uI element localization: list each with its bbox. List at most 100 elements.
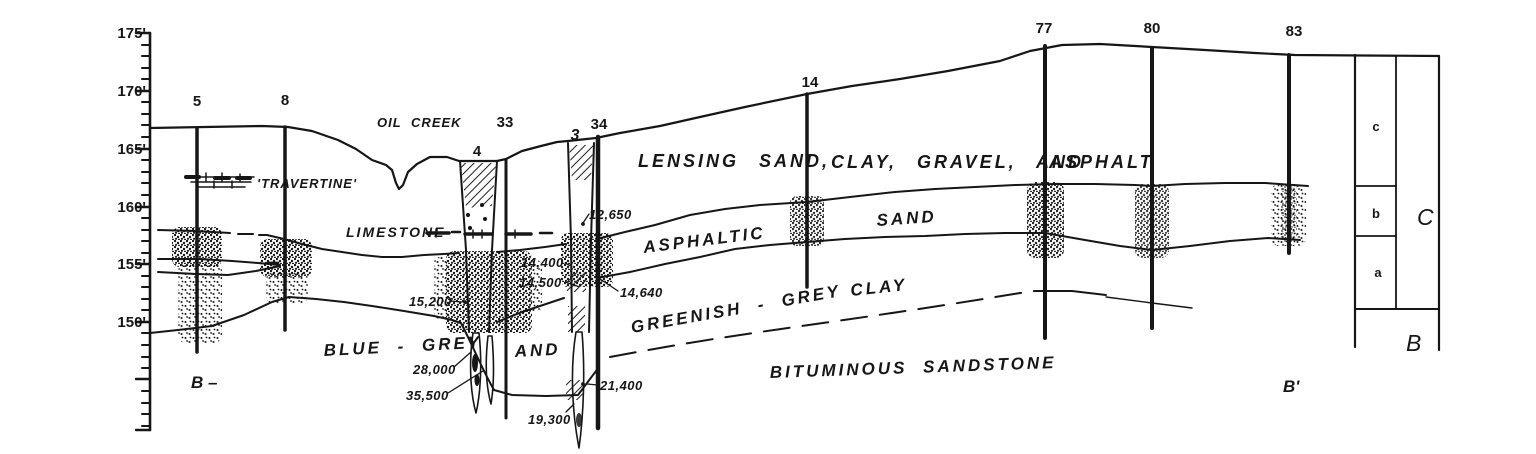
sample-blob [576, 413, 582, 427]
well-label-33: 33 [497, 114, 514, 131]
legend-group-B: B [1406, 330, 1421, 356]
leader-line [453, 351, 472, 368]
sample-point [581, 222, 585, 226]
core-hatch-band [566, 380, 583, 400]
clay-label: CLAY [849, 275, 908, 300]
excavation-pits [459, 142, 595, 449]
travertine-label: 'TRAVERTINE' [257, 176, 357, 191]
date-annotations: 12,650 14,400 14,500 14,640 15,200 28,00… [406, 207, 663, 427]
pit4-dot [483, 217, 487, 221]
limestone-label: LIMESTONE [346, 224, 445, 240]
auger-hole-spindle [485, 335, 495, 405]
date-label-15200: 15,200 [409, 294, 452, 309]
limestone-symbol-ticks [435, 228, 516, 239]
bituminous-sandstone-top-line [1034, 290, 1107, 296]
stipple-patch [434, 257, 448, 319]
ground-surface-line [148, 42, 1441, 191]
leader-line [564, 262, 572, 267]
scale-tick-label: 150' [117, 314, 146, 331]
date-label-12650: 12,650 [589, 207, 632, 222]
sand-lens-line [157, 265, 281, 276]
leader-line [582, 213, 590, 224]
well-label-77: 77 [1036, 20, 1053, 37]
sand-label: SAND [876, 207, 937, 230]
pit3-wall [588, 142, 595, 333]
stipple-patch [530, 260, 542, 312]
well-label-83: 83 [1286, 23, 1303, 40]
blue-grey-label: BLUE - GREY [323, 333, 482, 360]
pit4-hatch-fill [461, 163, 496, 208]
well-label-8: 8 [281, 92, 289, 109]
date-label-14400: 14,400 [521, 255, 564, 270]
legend-unit-b: b [1372, 206, 1380, 221]
pit3-hatch-fill [569, 145, 593, 180]
lensing-sand-label: LENSING SAND, [638, 151, 830, 171]
section-marker-B-prime: B' [1283, 377, 1300, 396]
scale-tick-label: 160' [117, 199, 146, 216]
stipple-patch [178, 262, 222, 344]
leader-line [564, 281, 578, 287]
asphaltic-sand-base-line [149, 296, 600, 397]
marker-bed-symbols [184, 172, 554, 239]
core-hatch-band [567, 272, 586, 292]
oil-creek-label: OIL CREEK [377, 115, 462, 130]
leader-line [450, 300, 463, 303]
sample-blob [472, 354, 478, 372]
well-label-80: 80 [1144, 20, 1161, 37]
pit3-wall [567, 142, 573, 333]
pit4-dot [480, 203, 484, 207]
section-markers: B – B' [191, 373, 1300, 396]
legend-group-C: C [1417, 204, 1434, 230]
limestone-symbol [425, 231, 533, 236]
faint-boundary-line [1105, 296, 1193, 309]
date-label-28000: 28,000 [412, 362, 456, 377]
legend-unit-c: c [1372, 119, 1379, 134]
sample-point [581, 382, 585, 386]
asphalt-stipple-patches [172, 182, 1306, 344]
asphaltic-sand-base-line-mid [496, 297, 565, 323]
scale-major-ticks [134, 31, 152, 432]
asphaltic-label: ASPHALTIC [641, 223, 766, 257]
pit4-dot [465, 212, 471, 218]
scale-tick-label: 155' [117, 256, 146, 273]
well-label-34: 34 [591, 116, 608, 133]
limestone-symbol [450, 230, 554, 235]
scale-minor-ticks [141, 44, 151, 427]
leader-line [586, 383, 599, 386]
leader-line [565, 403, 575, 413]
travertine-symbol-dashes [184, 175, 252, 180]
sand-lens-line [157, 258, 281, 266]
clay-gravel-label: CLAY, GRAVEL, AND [831, 152, 1084, 172]
legend-unit-dividers [1354, 185, 1397, 237]
sample-point [463, 300, 467, 304]
feature-labels: OIL CREEK 'TRAVERTINE' LIMESTONE [257, 115, 462, 240]
auger-hole-spindle [571, 331, 585, 449]
legend-unit-a: a [1374, 265, 1382, 280]
well-label-3: 3 [571, 127, 580, 144]
scale-tick-label: 175' [117, 25, 146, 42]
date-label-19300: 19,300 [528, 412, 571, 427]
wells: 5 8 4 33 3 34 14 77 80 83 [193, 20, 1303, 431]
scale-tick-label: 165' [117, 141, 146, 158]
sample-blob [474, 374, 480, 386]
asphaltic-sand-base-line-right [596, 232, 1301, 279]
elevation-scale: 175' 170' 165' 160' 155' 150' [117, 25, 152, 432]
bituminous-sandstone-top-dashed-line [609, 290, 1036, 358]
pit4-wall [459, 160, 470, 333]
date-label-14500: 14,500 [519, 275, 562, 290]
pit4-dot [467, 225, 473, 231]
scale-tick-label: 170' [117, 83, 146, 100]
core-hatch-band [568, 306, 585, 332]
stipple-patch [266, 272, 308, 304]
asphalt-label: ASPHALT [1048, 152, 1154, 172]
leader-line [599, 278, 619, 292]
date-label-14640: 14,640 [620, 285, 663, 300]
stratigraphic-legend: c b a C B [1353, 53, 1441, 356]
section-marker-B: B – [191, 373, 218, 392]
date-label-21400: 21,400 [599, 378, 643, 393]
and-label: AND [513, 340, 561, 361]
date-label-35500: 35,500 [406, 388, 449, 403]
well-label-4: 4 [473, 143, 482, 160]
well-label-14: 14 [802, 74, 819, 91]
